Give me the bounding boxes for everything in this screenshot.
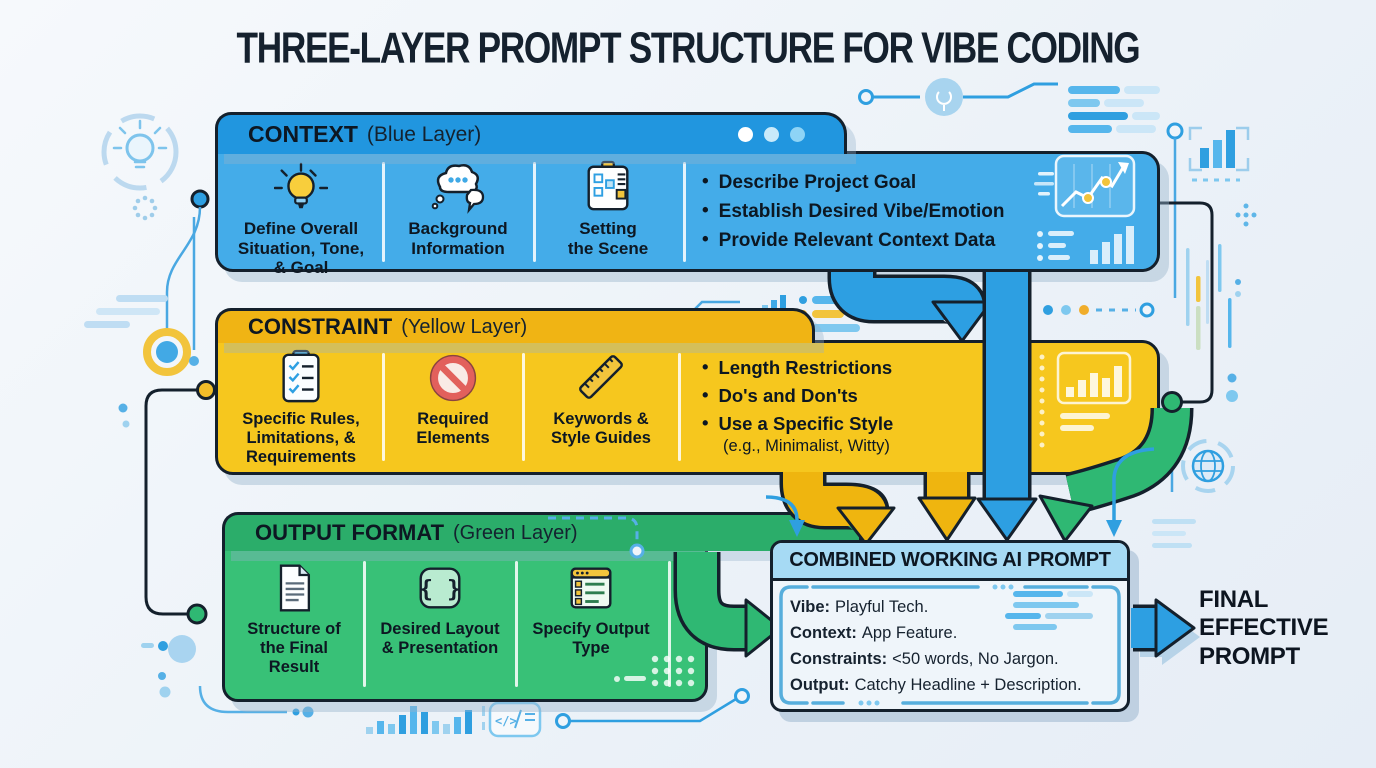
top-circuit	[858, 78, 1058, 116]
bullet-item: •Describe Project Goal	[702, 171, 917, 193]
divider	[522, 353, 525, 461]
layer-qualifier: (Yellow Layer)	[401, 315, 528, 338]
context-layer-body: Define Overall Situation, Tone, & Goal B…	[215, 151, 1160, 277]
bullet-item: •Use a Specific Style	[702, 412, 894, 434]
final-arrow-body	[1131, 598, 1196, 658]
output-format-layer-tab: OUTPUT FORMAT (Green Layer)	[222, 512, 862, 551]
right-plus-dots	[1235, 203, 1257, 227]
divider	[683, 162, 686, 262]
line-chart-icon	[1034, 154, 1136, 264]
constraint-column-keywords: Keywords & Style Guides	[530, 347, 672, 448]
globe-icon	[1181, 439, 1235, 493]
constraint-to-combined-arrow-straight	[917, 472, 977, 542]
output-format-layer-body: Structure of the Final Result { } Desire…	[222, 548, 708, 702]
divider	[382, 162, 385, 262]
column-label: Background Information	[408, 219, 508, 258]
svg-text:</>: </>	[495, 714, 517, 728]
window-dots-icon	[738, 127, 753, 142]
constraint-bullets: •Length Restrictions •Do's and Don'ts •U…	[702, 356, 1002, 456]
ruler-icon	[530, 347, 672, 405]
divider	[515, 561, 518, 687]
column-label: Setting the Scene	[567, 219, 649, 258]
column-label: Specify Output Type	[532, 620, 650, 658]
context-column-scene: Setting the Scene	[538, 156, 678, 258]
column-label: Structure of the Final Result	[247, 620, 341, 677]
constraint-layer-tab: CONSTRAINT (Yellow Layer)	[215, 308, 815, 343]
code-lines-icon	[1005, 591, 1093, 630]
context-column-background: Background Information	[388, 156, 528, 258]
constraint-column-required: Required Elements	[390, 347, 516, 448]
checklist-clipboard-icon	[226, 347, 376, 405]
context-layer-tab: CONTEXT (Blue Layer)	[215, 112, 847, 154]
divider	[382, 353, 385, 461]
divider	[678, 353, 681, 461]
output-column-type: Specify Output Type	[521, 557, 661, 658]
page-title: THREE-LAYER PROMPT STRUCTURE FOR VIBE CO…	[236, 23, 1141, 73]
window-dots-icon	[790, 127, 805, 142]
spinner-dots-icon	[132, 195, 158, 221]
scene-board-icon	[538, 156, 678, 214]
right-bar-chart-icon	[1188, 126, 1250, 182]
prompt-line: Constraints:<50 words, No Jargon.	[790, 650, 1059, 668]
left-dash-lines	[84, 295, 168, 428]
prompt-line: Context:App Feature.	[790, 624, 958, 642]
right-of-box-lines	[1152, 519, 1196, 548]
right-circuit	[1158, 122, 1214, 492]
output-column-structure: Structure of the Final Result	[231, 557, 357, 677]
thought-cloud-icon	[388, 156, 528, 214]
right-vertical-lines	[1186, 244, 1241, 402]
circuit-node-icon	[1161, 391, 1183, 413]
lightbulb-icon	[226, 156, 376, 214]
bar-chart-icon	[1039, 351, 1132, 448]
lightbulb-badge-icon	[101, 113, 179, 191]
prompt-lines: Vibe:Playful Tech. Context:App Feature. …	[790, 594, 1082, 698]
bullet-note: (e.g., Minimalist, Witty)	[723, 437, 890, 455]
final-prompt-label: FINAL EFFECTIVE PROMPT	[1199, 586, 1329, 670]
divider	[533, 162, 536, 262]
window-dots-icon	[764, 127, 779, 142]
column-label: Required Elements	[416, 410, 490, 448]
divider	[363, 561, 366, 687]
bullet-item: •Establish Desired Vibe/Emotion	[702, 200, 1005, 222]
svg-text:{ }: { }	[419, 577, 461, 603]
combined-prompt-box: COMBINED WORKING AI PROMPT Vibe:Playful …	[770, 540, 1130, 712]
braces-icon: { }	[371, 557, 509, 615]
dot-grid-icon	[614, 655, 695, 687]
column-label: Specific Rules, Limitations, & Requireme…	[242, 410, 360, 467]
layer-qualifier: (Blue Layer)	[366, 122, 482, 146]
output-form-icon	[521, 557, 661, 615]
layer-qualifier: (Green Layer)	[453, 521, 578, 544]
combined-prompt-body: Vibe:Playful Tech. Context:App Feature. …	[773, 581, 1127, 709]
code-snippet-icon: </>	[482, 701, 542, 738]
layer-name: OUTPUT FORMAT	[255, 520, 445, 545]
final-arrow-shadow	[1140, 609, 1200, 665]
bullet-item: •Do's and Don'ts	[702, 384, 858, 406]
combined-prompt-header: COMBINED WORKING AI PROMPT	[773, 543, 1127, 581]
left-circuit	[143, 189, 216, 625]
column-label: Keywords & Style Guides	[551, 410, 651, 448]
column-label: Define Overall Situation, Tone, & Goal	[237, 219, 365, 278]
bottom-bar-chart-icon	[366, 706, 472, 734]
layer-name: CONTEXT	[248, 121, 358, 147]
output-column-layout: { } Desired Layout & Presentation	[371, 557, 509, 658]
gear-node-icon	[925, 78, 963, 116]
constraint-column-rules: Specific Rules, Limitations, & Requireme…	[226, 347, 376, 467]
layer-name: CONSTRAINT	[248, 314, 393, 339]
bullet-item: •Length Restrictions	[702, 356, 893, 378]
document-icon	[231, 557, 357, 615]
context-column-define: Define Overall Situation, Tone, & Goal	[226, 156, 376, 278]
prompt-line: Vibe:Playful Tech.	[790, 598, 929, 616]
prompt-line: Output:Catchy Headline + Description.	[790, 676, 1082, 694]
prohibition-icon	[390, 347, 516, 405]
constraint-layer: CONSTRAINT (Yellow Layer) Specific Rules…	[215, 308, 1160, 475]
output-format-layer: OUTPUT FORMAT (Green Layer) Structure of…	[222, 512, 862, 702]
context-bullets: •Describe Project Goal •Establish Desire…	[702, 171, 1042, 252]
constraint-layer-body: Specific Rules, Limitations, & Requireme…	[215, 340, 1160, 475]
column-label: Desired Layout & Presentation	[380, 620, 500, 658]
bullet-item: •Provide Relevant Context Data	[702, 229, 996, 251]
divider	[668, 561, 671, 687]
context-layer: CONTEXT (Blue Layer) Define Overall	[215, 112, 1160, 277]
